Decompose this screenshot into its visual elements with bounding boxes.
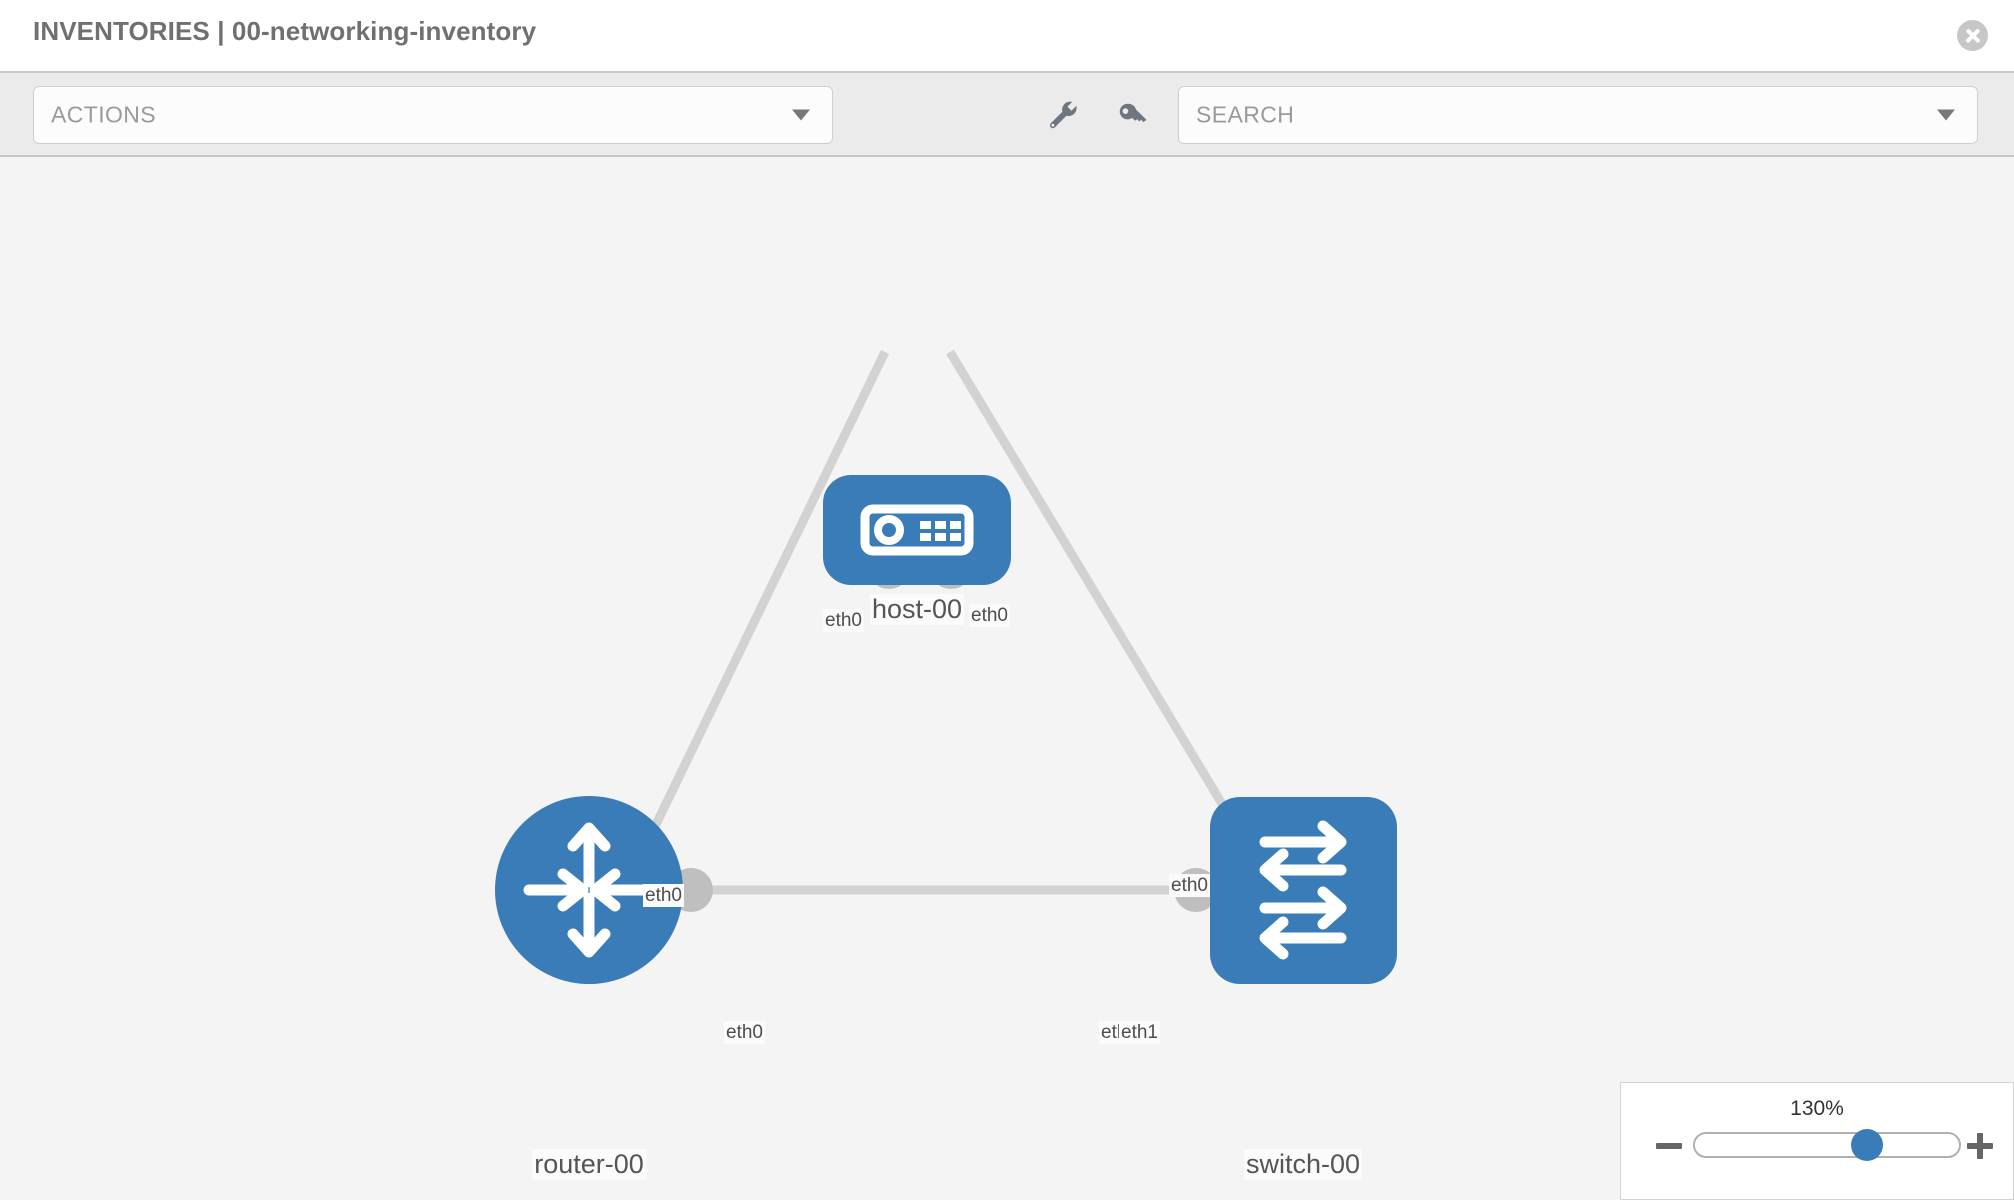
plus-icon-vertical <box>1977 1133 1983 1159</box>
zoom-slider[interactable] <box>1693 1129 1961 1161</box>
key-icon[interactable] <box>1114 99 1150 135</box>
chevron-down-icon <box>792 109 810 121</box>
toolbar: ACTIONS SEARCH <box>0 71 2014 157</box>
actions-dropdown-label: ACTIONS <box>51 101 157 128</box>
zoom-control-panel: 130% <box>1620 1082 2014 1200</box>
switch-arrows-icon <box>1259 820 1347 960</box>
zoom-out-button[interactable] <box>1654 1131 1684 1161</box>
node-host-00 <box>823 475 1011 585</box>
iface-label-router-eth0: eth0 <box>724 1021 765 1044</box>
node-label-host-00[interactable]: host-00 <box>869 594 965 625</box>
search-input[interactable]: SEARCH <box>1178 86 1978 144</box>
iface-label-switch-uplink: eth0 <box>1169 874 1210 897</box>
iface-label-host-right: eth0 <box>969 604 1010 627</box>
link-host-switch <box>946 349 1249 845</box>
router-arrows-icon <box>523 822 655 958</box>
close-icon[interactable] <box>1957 20 1988 51</box>
chevron-down-icon <box>1937 109 1955 121</box>
iface-label-router-uplink: eth0 <box>643 884 684 907</box>
node-switch-00 <box>1210 797 1397 984</box>
topology-links <box>640 349 1250 895</box>
page-title: INVENTORIES | 00-networking-inventory <box>33 16 537 46</box>
minus-icon <box>1656 1143 1682 1149</box>
topology-graph <box>495 349 1397 984</box>
server-icon <box>860 504 974 556</box>
zoom-slider-thumb[interactable] <box>1850 1129 1883 1161</box>
link-router-host <box>640 350 890 849</box>
node-label-router-00[interactable]: router-00 <box>532 1149 646 1180</box>
iface-label-switch-eth1: eth1 <box>1119 1021 1160 1044</box>
zoom-in-button[interactable] <box>1965 1131 1995 1161</box>
wrench-icon[interactable] <box>1046 99 1082 135</box>
iface-label-host-left: eth0 <box>823 609 864 632</box>
page-header: INVENTORIES | 00-networking-inventory <box>0 0 2014 71</box>
zoom-level-label: 130% <box>1790 1097 1844 1120</box>
topology-canvas[interactable]: host-00 router-00 switch-00 eth0 eth0 et… <box>0 157 2014 1200</box>
node-label-switch-00[interactable]: switch-00 <box>1243 1149 1363 1180</box>
actions-dropdown[interactable]: ACTIONS <box>33 86 833 144</box>
search-input-placeholder: SEARCH <box>1196 101 1295 128</box>
node-router-00 <box>495 796 683 984</box>
